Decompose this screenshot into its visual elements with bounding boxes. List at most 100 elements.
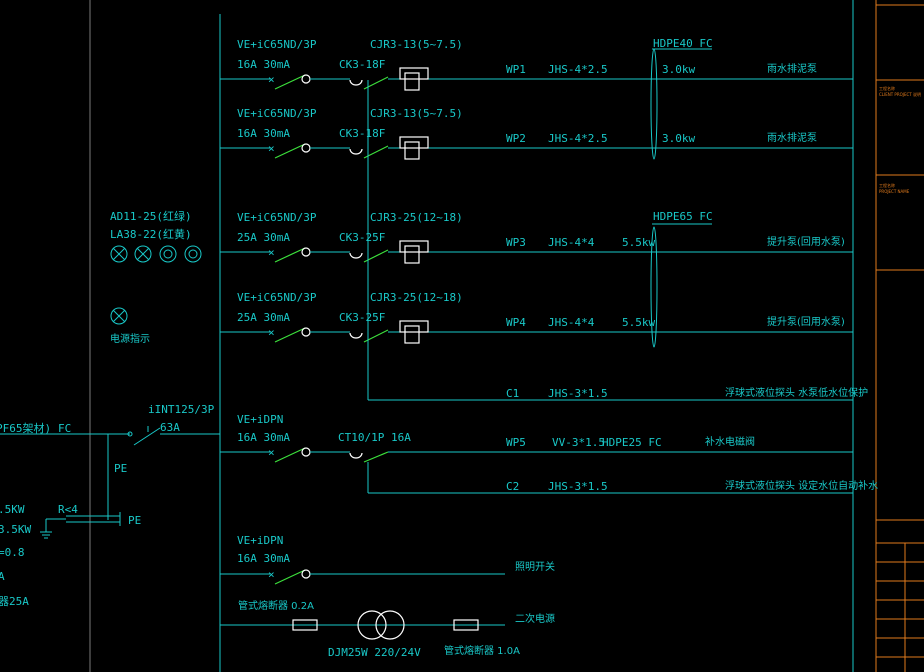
wp5-breaker: VE+iDPN	[237, 413, 283, 426]
wp5-conduit: HDPE25 FC	[602, 436, 662, 449]
thermal-relay-icon	[399, 67, 429, 80]
thermal-relay-icon	[399, 240, 429, 253]
titleblock-d: PROJECT NAME	[879, 189, 910, 194]
breaker-terminal-icon	[301, 247, 311, 257]
breaker-terminal-icon	[301, 327, 311, 337]
circuit-id: WP3	[506, 236, 526, 249]
circuit-breaker-model: VE+iC65ND/3P	[237, 38, 317, 51]
spare-rating: 16A 30mA	[237, 552, 290, 565]
thermal-relay-icon	[399, 320, 429, 333]
circuit-breaker-rating: 16A 30mA	[237, 127, 290, 140]
circuit-power: 5.5kw	[622, 236, 655, 249]
lamp-ring-icon	[159, 245, 177, 263]
pe-label: PE	[114, 462, 127, 475]
thermal-relay-icon	[399, 136, 429, 149]
circuit-relay: CJR3-25(12~18)	[370, 211, 463, 224]
circuit-cable: JHS-4*2.5	[548, 63, 608, 76]
circuit-relay: CJR3-13(5~7.5)	[370, 38, 463, 51]
wp5-cable: VV-3*1.5	[552, 436, 605, 449]
circuit-spare: VE+iDPN 16A 30mA × 照明开关	[220, 534, 555, 585]
param-2: 3.5KW	[0, 523, 31, 536]
wp5-load: 补水电磁阀	[705, 435, 755, 448]
lamp-label: LA38-22(红黄)	[110, 227, 192, 241]
circuit-breaker-rating: 25A 30mA	[237, 231, 290, 244]
circuit-power: 5.5kw	[622, 316, 655, 329]
thermal-relay-body-icon	[404, 245, 420, 264]
breaker-contact-icon	[274, 74, 306, 90]
breaker-terminal-icon	[301, 143, 311, 153]
param-5: 器25A	[0, 595, 29, 608]
meter-label: AD11-25(红绿)	[110, 209, 192, 223]
lamp-x-icon	[110, 245, 128, 263]
titleblock-b: CLIENT PROJECT 说明	[879, 91, 921, 97]
control-circuit-c2: C2 JHS-3*1.5 浮球式液位探头 设定水位自动补水	[367, 462, 878, 494]
contactor-coil-icon	[349, 332, 363, 339]
circuit-contactor: CK3-25F	[339, 231, 385, 244]
fuse2-label: 管式熔断器 1.0A	[444, 644, 520, 657]
breaker-contact-icon	[274, 247, 306, 263]
param-4: A	[0, 570, 5, 583]
breaker-x-icon: ×	[268, 73, 275, 86]
breaker-x-icon: ×	[268, 326, 275, 339]
contactor-coil-icon	[349, 252, 363, 259]
titleblock-c: 工程名称	[879, 182, 895, 188]
thermal-relay-body-icon	[404, 72, 420, 91]
circuit-breaker-rating: 25A 30mA	[237, 311, 290, 324]
thermal-relay-body-icon	[404, 141, 420, 160]
wp5-contactor: CT10/1P 16A	[338, 431, 411, 444]
title-block: 工程名称 CLIENT PROJECT 说明 工程名称 PROJECT NAME	[875, 0, 924, 672]
indicators: AD11-25(红绿) LA38-22(红黄) 电源指示	[110, 209, 202, 345]
conduit-bundle-1	[650, 48, 658, 160]
wp5-breaker-x: ×	[268, 446, 275, 459]
svg-text:×: ×	[268, 568, 275, 581]
incoming-feeder: PF65架材) FC iINT125/3P 63A PE PE R<4 .5KW…	[0, 403, 220, 608]
c1-cable: JHS-3*1.5	[548, 387, 608, 400]
fuse1-icon	[292, 619, 318, 631]
fuse2-icon	[453, 619, 479, 631]
param-1: .5KW	[0, 503, 25, 516]
circuit-relay: CJR3-25(12~18)	[370, 291, 463, 304]
breaker-x-icon: ×	[268, 246, 275, 259]
circuit-contactor: CK3-18F	[339, 58, 385, 71]
secondary-supply: 管式熔断器 0.2A DJM25W 220/24V 管式熔断器 1.0A 二次电…	[220, 599, 555, 659]
circuit-breaker-model: VE+iC65ND/3P	[237, 211, 317, 224]
circuit-load: 雨水排泥泵	[767, 62, 817, 75]
conduit-bundle-2	[650, 226, 658, 348]
c2-cable: JHS-3*1.5	[548, 480, 608, 493]
circuit-load: 雨水排泥泵	[767, 131, 817, 144]
circuit-power: 3.0kw	[662, 132, 695, 145]
fuse1-label: 管式熔断器 0.2A	[238, 599, 314, 612]
secondary-load: 二次电源	[515, 612, 555, 625]
power-lamp-label: 电源指示	[110, 332, 150, 345]
wp5-id: WP5	[506, 436, 526, 449]
motor-circuits: VE+iC65ND/3P 16A 30mA × CK3-18F CJR3-13(5~7.…	[220, 37, 853, 344]
circuit-contactor: CK3-18F	[339, 127, 385, 140]
pe-bar-label: PE	[128, 514, 141, 527]
frame-lines	[89, 0, 854, 672]
circuit-breaker-rating: 16A 30mA	[237, 58, 290, 71]
lamp-ring-icon	[184, 245, 202, 263]
breaker-contact-icon	[274, 143, 306, 159]
titleblock-a: 工程名称	[879, 85, 895, 91]
circuit-contactor: CK3-25F	[339, 311, 385, 324]
thermal-relay-body-icon	[404, 325, 420, 344]
circuit-id: WP4	[506, 316, 526, 329]
incoming-conduit: FC	[58, 422, 71, 435]
c2-load: 浮球式液位探头 设定水位自动补水	[725, 479, 878, 492]
breaker-terminal-icon	[301, 74, 311, 84]
circuit-load: 提升泵(回用水泵)	[767, 236, 845, 248]
main-breaker-rating: 63A	[160, 421, 180, 434]
contactor-coil-icon	[349, 148, 363, 155]
circuit-cable: JHS-4*4	[548, 316, 595, 329]
circuit-power: 3.0kw	[662, 63, 695, 76]
circuit-cable: JHS-4*4	[548, 236, 595, 249]
transformer-icon	[357, 610, 405, 640]
breaker-contact-icon	[274, 327, 306, 343]
contactor-coil-icon	[349, 79, 363, 86]
spare-breaker: VE+iDPN	[237, 534, 283, 547]
circuit-id: WP2	[506, 132, 526, 145]
circuit-breaker-model: VE+iC65ND/3P	[237, 291, 317, 304]
circuit-id: WP1	[506, 63, 526, 76]
circuit-cable: JHS-4*2.5	[548, 132, 608, 145]
